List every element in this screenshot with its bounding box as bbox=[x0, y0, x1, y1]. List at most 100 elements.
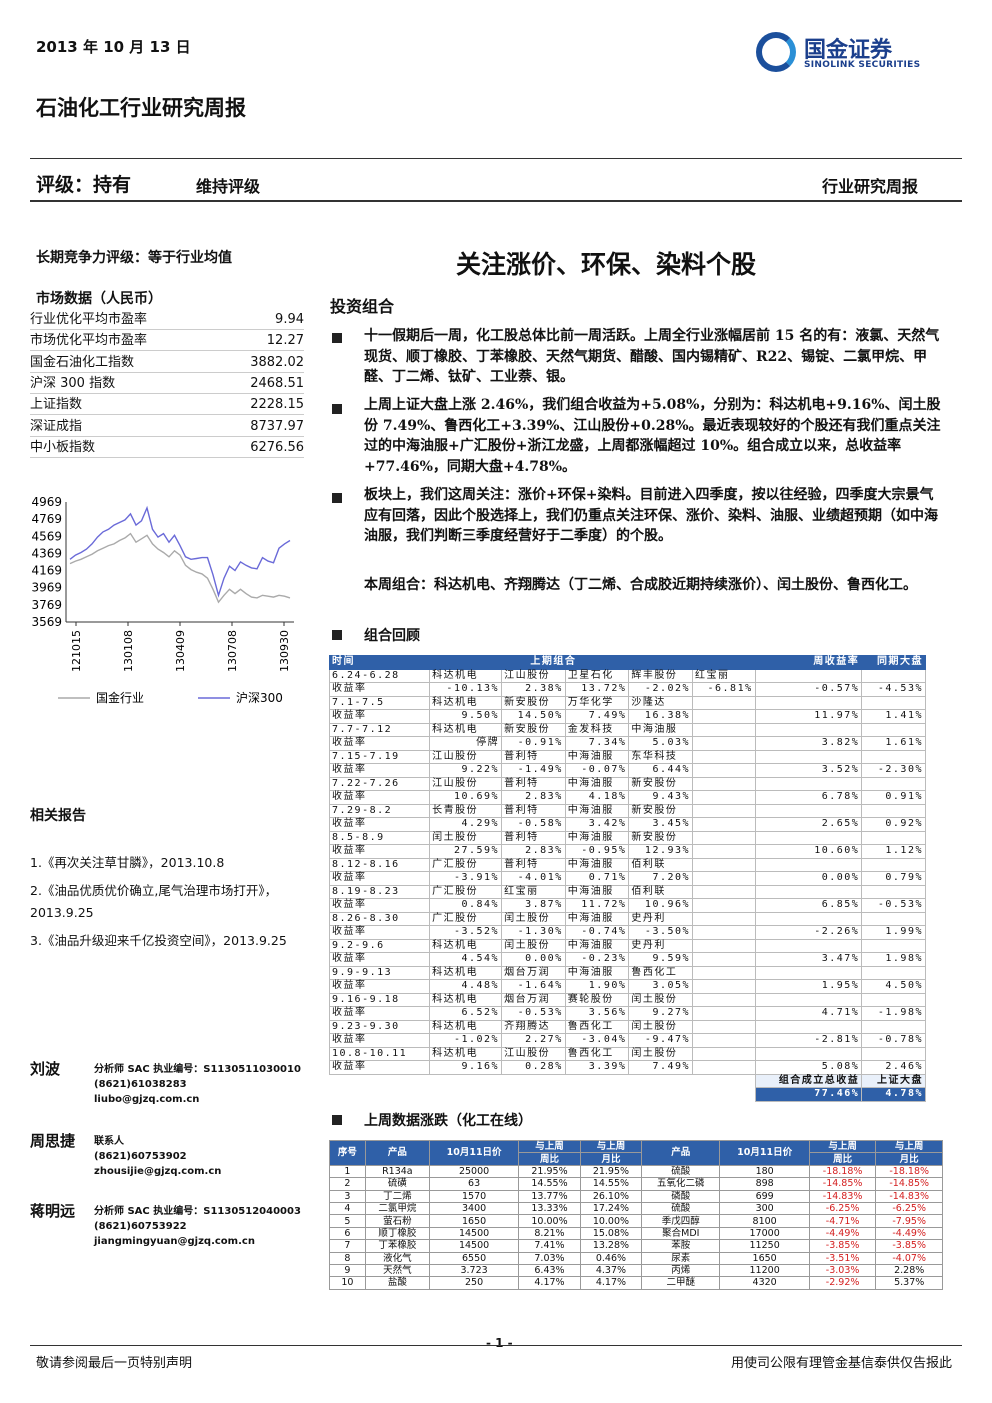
table-cell: 8100 bbox=[719, 1214, 810, 1228]
table-row: 收益率-3.52%-1.30%-0.74%-3.50%-2.26%1.99% bbox=[328, 925, 926, 940]
table-cell: 11.72% bbox=[564, 898, 630, 913]
table-cell: 300 bbox=[719, 1201, 810, 1216]
table-cell: 17.24% bbox=[579, 1201, 643, 1216]
table-cell: 6.44% bbox=[628, 763, 694, 778]
th: 10月11日价 bbox=[719, 1140, 810, 1166]
table-cell: 3.723 bbox=[428, 1263, 520, 1278]
table-cell bbox=[692, 1033, 756, 1048]
table-header: 时间上期组合周收益率同期大盘 bbox=[328, 655, 926, 670]
table-cell: 13.72% bbox=[564, 682, 630, 697]
rating: 评级：持有 bbox=[36, 174, 132, 196]
table-cell: 6 bbox=[329, 1226, 366, 1241]
table-cell: 1.98% bbox=[861, 952, 926, 967]
table-cell bbox=[861, 749, 926, 764]
table-cell bbox=[754, 1046, 863, 1061]
table-cell: 16.38% bbox=[628, 709, 694, 724]
table-cell: 顺丁橡胶 bbox=[364, 1226, 430, 1241]
table-cell: -3.04% bbox=[564, 1033, 630, 1048]
table-cell: 3 bbox=[329, 1189, 366, 1203]
table-cell: 10.69% bbox=[429, 790, 503, 805]
table-cell bbox=[754, 803, 863, 818]
table-cell: -3.03% bbox=[808, 1263, 877, 1278]
table-cell: 6.52% bbox=[429, 1006, 503, 1021]
table-cell: 180 bbox=[719, 1164, 810, 1179]
table-cell: 3.56% bbox=[564, 1006, 630, 1021]
table-cell bbox=[861, 776, 926, 791]
table-cell: -18.18% bbox=[808, 1164, 877, 1179]
table-cell: 9.23-9.30 bbox=[328, 1019, 431, 1034]
table-cell: 红宝丽 bbox=[692, 668, 756, 683]
table-cell: 17000 bbox=[719, 1226, 810, 1241]
table-cell: 7.41% bbox=[518, 1239, 581, 1253]
related-report-item[interactable]: 1.《再次关注草甘膦》，2013.10.8 bbox=[30, 855, 225, 870]
table-cell: 中海油服 bbox=[564, 857, 630, 872]
chart-y-tick-label: 4769 bbox=[31, 512, 62, 526]
table-cell: -6.81% bbox=[692, 682, 756, 697]
table-subheader: 周比月比周比月比 bbox=[330, 1152, 943, 1166]
headline: 关注涨价、环保、染料个股 bbox=[456, 250, 757, 279]
table-cell: 27.59% bbox=[429, 844, 503, 859]
table-cell: 辉丰股份 bbox=[628, 668, 694, 683]
table-cell: 硫磺 bbox=[364, 1177, 430, 1191]
table-cell: 普利特 bbox=[501, 857, 566, 872]
table-cell: 科达机电 bbox=[429, 722, 503, 737]
table-cell: 13.28% bbox=[579, 1239, 643, 1253]
table-cell bbox=[754, 749, 863, 764]
table-cell: 鲁西化工 bbox=[564, 1046, 630, 1061]
table-cell: 天然气 bbox=[364, 1263, 430, 1278]
table-cell: 收益率 bbox=[328, 1060, 431, 1075]
table-cell: 丁二烯 bbox=[364, 1189, 430, 1203]
table-cell: 硫酸 bbox=[641, 1164, 721, 1179]
table-cell: 5.03% bbox=[628, 736, 694, 751]
total-return: 77.46% bbox=[754, 1087, 863, 1102]
table-cell: -14.83% bbox=[808, 1189, 877, 1203]
market-key: 市场优化平均市盈率 bbox=[30, 333, 148, 349]
table-cell bbox=[692, 844, 756, 859]
table-cell: 液化气 bbox=[364, 1251, 430, 1265]
table-cell bbox=[754, 857, 863, 872]
table-cell: -0.78% bbox=[861, 1033, 926, 1048]
related-report-item[interactable]: 2.《油品优质优价确立,尾气治理市场打开》，2013.9.25 bbox=[30, 883, 278, 920]
related-report-item[interactable]: 3.《油品升级迎来千亿投资空间》，2013.9.25 bbox=[30, 933, 287, 948]
table-cell: 金发科技 bbox=[564, 722, 630, 737]
table-footer: 77.46%4.78% bbox=[329, 1087, 926, 1102]
table-cell bbox=[754, 992, 863, 1007]
table-cell bbox=[692, 803, 756, 818]
table-cell: 二氯甲烷 bbox=[364, 1201, 430, 1216]
table-cell: 齐翔腾达 bbox=[501, 1019, 566, 1034]
table-cell bbox=[754, 668, 863, 683]
table-cell bbox=[861, 695, 926, 710]
table-cell: -1.30% bbox=[501, 925, 566, 940]
table-cell: 收益率 bbox=[328, 952, 431, 967]
analyst-name: 周思捷 bbox=[30, 1132, 76, 1150]
table-cell: 15.08% bbox=[579, 1226, 643, 1241]
footer-disclaimer: 敬请参阅最后一页特别声明 bbox=[36, 1356, 193, 1371]
table-cell: -9.47% bbox=[628, 1033, 694, 1048]
table-cell bbox=[692, 695, 756, 710]
market-value: 2228.15 bbox=[250, 397, 304, 413]
table-cell: 7.29-8.2 bbox=[328, 803, 431, 818]
table-cell: 中海油服 bbox=[564, 911, 630, 926]
table-cell bbox=[692, 1019, 756, 1034]
table-cell: 2.83% bbox=[501, 790, 566, 805]
bullet-icon bbox=[332, 493, 342, 503]
table-cell: 0.71% bbox=[564, 871, 630, 886]
table-row: 收益率-3.91%-4.01%0.71%7.20%0.00%0.79% bbox=[328, 871, 926, 886]
table-cell bbox=[861, 884, 926, 899]
table-cell bbox=[692, 925, 756, 940]
page-number: - 1 - bbox=[486, 1336, 513, 1350]
table-cell: 1.95% bbox=[754, 979, 863, 994]
table-cell: 收益率 bbox=[328, 898, 431, 913]
table-row: 收益率停牌-0.91%7.34%5.03%3.82%1.61% bbox=[328, 736, 926, 751]
table-cell: 3.82% bbox=[754, 736, 863, 751]
market-key: 行业优化平均市盈率 bbox=[30, 312, 148, 327]
